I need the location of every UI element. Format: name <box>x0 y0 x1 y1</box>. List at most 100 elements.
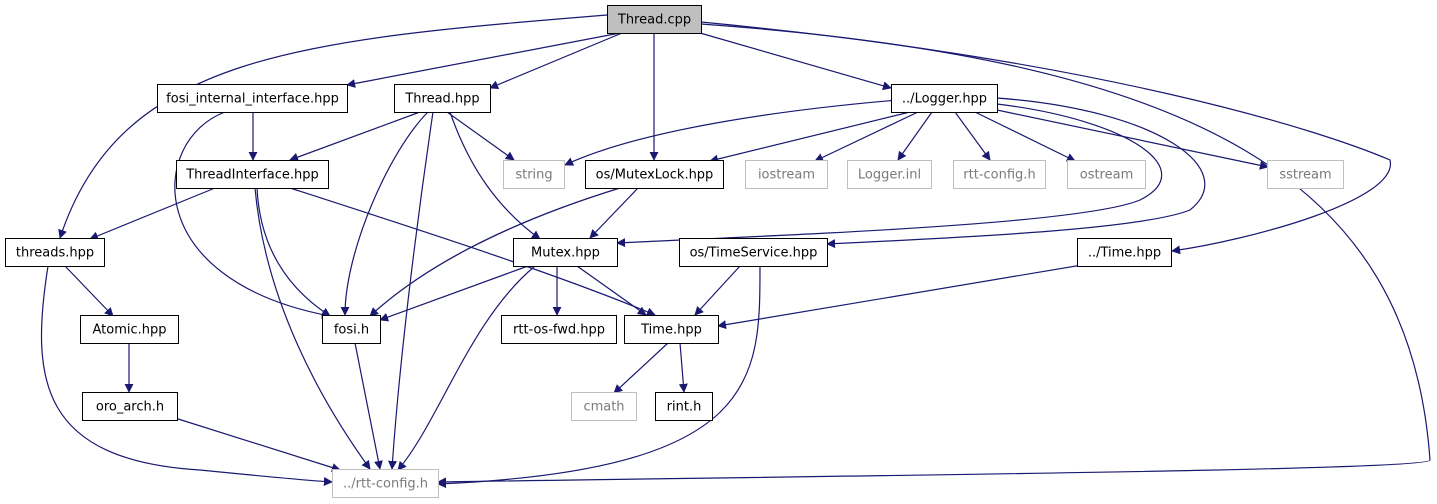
node-iostream: iostream <box>745 160 828 189</box>
node-label: ../Logger.hpp <box>902 92 987 107</box>
edge-threadinterface_hpp-to-threads_hpp <box>89 187 216 241</box>
edge-threadinterface_hpp-to-rtt_config_up <box>254 187 371 470</box>
node-atomic-hpp[interactable]: Atomic.hpp <box>80 315 179 344</box>
node-box <box>1077 238 1172 267</box>
node-fosi-h[interactable]: fosi.h <box>322 315 381 344</box>
node-label: fosi.h <box>334 323 369 338</box>
edge-thread_cpp-to-fosi_internal <box>346 32 621 88</box>
edge-thread_hpp-to-string <box>446 111 515 161</box>
node-thread-cpp[interactable]: Thread.cpp <box>607 5 702 34</box>
node-label: ../rtt-config.h <box>343 477 428 492</box>
node-time-hpp-up[interactable]: ../Time.hpp <box>1077 238 1172 267</box>
node-box <box>322 315 381 344</box>
node-label: threads.hpp <box>16 246 94 261</box>
edge-mutexlock_hpp-to-fosi_h <box>369 187 621 317</box>
edge-timeservice_hpp-to-time_hpp <box>694 265 741 316</box>
node-label: oro_arch.h <box>96 400 164 415</box>
node-label: sstream <box>1279 168 1331 183</box>
node-box <box>157 84 348 113</box>
node-string: string <box>503 160 565 189</box>
node-box <box>624 315 719 344</box>
node-box <box>847 160 932 189</box>
node-box <box>332 469 439 498</box>
node-label: iostream <box>758 168 815 183</box>
node-box <box>953 160 1046 189</box>
edge-thread_cpp-to-rtt_config_up <box>437 23 1431 487</box>
edge-thread_hpp-to-fosi_h <box>340 111 429 316</box>
node-mutex-hpp[interactable]: Mutex.hpp <box>513 238 618 267</box>
node-label: Logger.inl <box>858 168 921 183</box>
node-box <box>5 238 105 267</box>
edge-fosi_internal-to-fosi_h <box>174 111 331 319</box>
node-label: Atomic.hpp <box>92 323 166 338</box>
node-rtt-config-h: rtt-config.h <box>953 160 1046 189</box>
node-mutexlock-hpp[interactable]: os/MutexLock.hpp <box>585 160 724 189</box>
node-label: string <box>515 168 552 183</box>
node-rtt-os-fwd[interactable]: rtt-os-fwd.hpp <box>501 315 617 344</box>
node-box <box>82 392 178 421</box>
node-box <box>80 315 179 344</box>
node-label: rtt-os-fwd.hpp <box>513 323 605 338</box>
edge-mutex_hpp-to-time_hpp <box>576 265 647 316</box>
node-box <box>1267 160 1344 189</box>
node-timeservice-hpp[interactable]: os/TimeService.hpp <box>679 238 828 267</box>
node-logger-inl: Logger.inl <box>847 160 932 189</box>
node-threads-hpp[interactable]: threads.hpp <box>5 238 105 267</box>
edge-thread_cpp-to-thread_hpp <box>489 32 623 90</box>
node-fosi-internal[interactable]: fosi_internal_interface.hpp <box>157 84 348 113</box>
node-label: os/MutexLock.hpp <box>596 168 714 183</box>
node-box <box>745 160 828 189</box>
edges-layer <box>40 14 1431 489</box>
edge-mutex_hpp-to-fosi_h <box>379 265 529 322</box>
edge-thread_hpp-to-threadinterface_hpp <box>289 111 421 162</box>
edge-threadinterface_hpp-to-fosi_h <box>256 187 331 317</box>
edge-thread_hpp-to-mutex_hpp <box>449 111 541 240</box>
node-ostream: ostream <box>1067 160 1146 189</box>
node-label: cmath <box>583 400 624 415</box>
node-label: rint.h <box>667 400 702 415</box>
edge-threads_hpp-to-rtt_config_up <box>40 265 333 486</box>
edge-logger_hpp-to-sstream <box>996 109 1269 170</box>
node-box <box>891 84 998 113</box>
edge-time_hpp-to-cmath <box>613 342 669 394</box>
node-time-hpp[interactable]: Time.hpp <box>624 315 719 344</box>
node-cmath: cmath <box>571 392 637 421</box>
node-sstream: sstream <box>1267 160 1344 189</box>
edge-mutexlock_hpp-to-mutex_hpp <box>589 187 639 239</box>
edge-threadinterface_hpp-to-time_hpp <box>289 187 656 317</box>
node-label: Thread.hpp <box>404 92 479 107</box>
edge-thread_cpp-to-threads_hpp <box>58 14 608 239</box>
node-thread-hpp[interactable]: Thread.hpp <box>394 84 491 113</box>
edge-logger_hpp-to-mutex_hpp <box>616 103 1163 248</box>
edge-logger_hpp-to-mutexlock_hpp <box>709 111 911 164</box>
edge-time_hpp-to-rint_h <box>678 342 688 393</box>
node-box <box>501 315 617 344</box>
node-label: Time.hpp <box>640 323 702 338</box>
node-rint-h[interactable]: rint.h <box>655 392 713 421</box>
node-label: rtt-config.h <box>963 168 1035 183</box>
node-logger-hpp[interactable]: ../Logger.hpp <box>891 84 998 113</box>
node-box <box>394 84 491 113</box>
node-label: Mutex.hpp <box>531 246 600 261</box>
node-box <box>513 238 618 267</box>
node-label: ../Time.hpp <box>1088 246 1161 261</box>
node-box <box>607 5 702 34</box>
edge-threads_hpp-to-atomic_hpp <box>64 265 114 317</box>
node-label: ostream <box>1080 168 1134 183</box>
node-label: Thread.cpp <box>617 13 691 28</box>
edge-thread_hpp-to-rtt_config_up <box>388 111 434 470</box>
node-oro-arch[interactable]: oro_arch.h <box>82 392 178 421</box>
node-threadinterface-hpp[interactable]: ThreadInterface.hpp <box>176 160 329 189</box>
node-box <box>655 392 713 421</box>
node-rtt-config-up: ../rtt-config.h <box>332 469 439 498</box>
node-box <box>679 238 828 267</box>
node-box <box>1067 160 1146 189</box>
node-label: ThreadInterface.hpp <box>185 168 319 183</box>
edge-logger_hpp-to-string <box>564 99 899 166</box>
node-box <box>585 160 724 189</box>
edge-logger_hpp-to-rtt_config_h <box>954 111 991 161</box>
edge-thread_cpp-to-logger_hpp <box>699 32 892 91</box>
node-box <box>571 392 637 421</box>
